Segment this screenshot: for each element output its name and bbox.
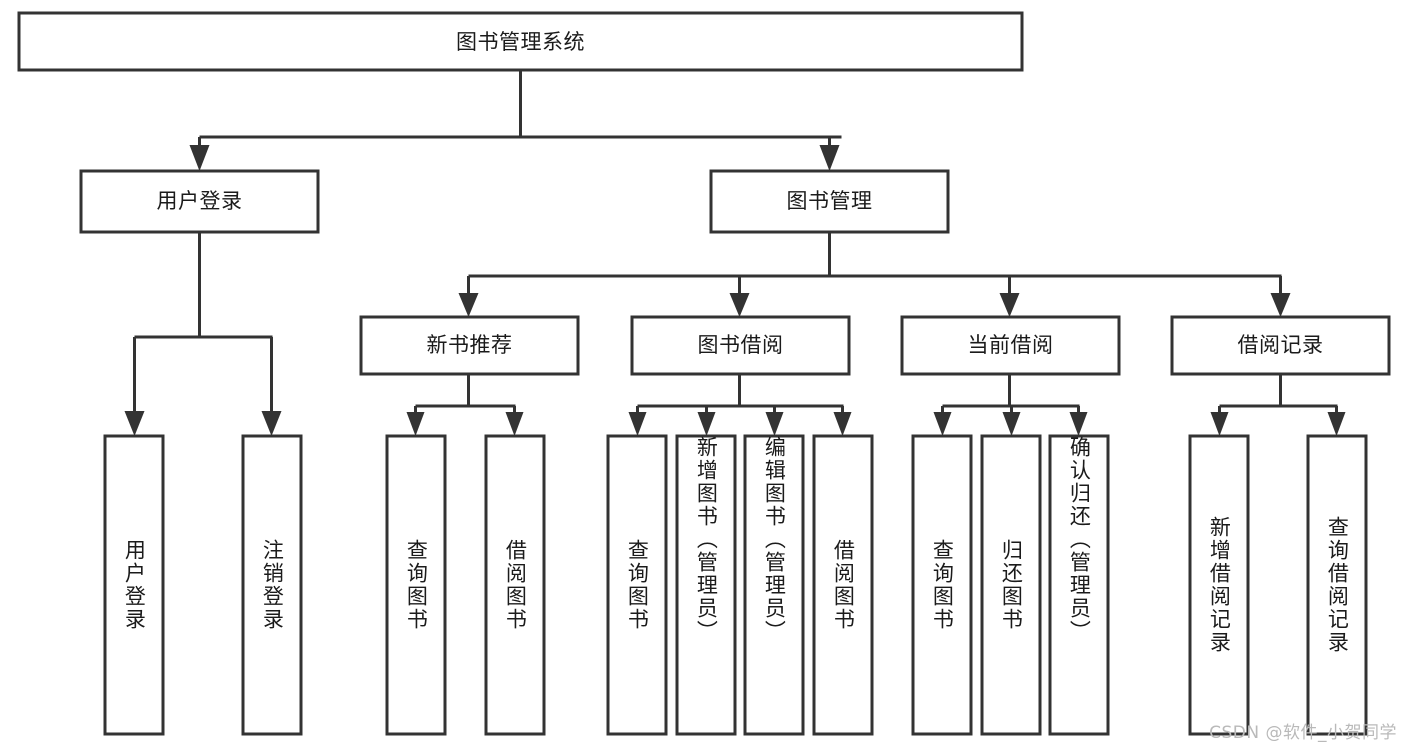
arrow-head-icon — [819, 145, 840, 171]
leaf-box[interactable] — [385, 434, 447, 736]
node-book-borrow[interactable]: 图书借阅 — [630, 315, 851, 376]
node-root-label: 图书管理系统 — [456, 30, 585, 54]
arrow-head-icon — [406, 412, 425, 436]
node-new-book-recommend-label: 新书推荐 — [427, 333, 513, 357]
connector-group-borrow-record — [1210, 374, 1346, 436]
arrow-head-icon — [458, 293, 479, 317]
arrow-head-icon — [1327, 412, 1346, 436]
leaf-box[interactable] — [1048, 434, 1110, 736]
node-root-box[interactable] — [17, 11, 1024, 72]
arrow-head-icon — [628, 412, 647, 436]
leaf-box[interactable] — [1306, 434, 1368, 736]
leaf-box[interactable] — [743, 434, 805, 736]
node-root[interactable]: 图书管理系统 — [17, 11, 1024, 72]
leaf-box[interactable] — [675, 434, 737, 736]
node-book-borrow-box[interactable] — [630, 315, 851, 376]
leaf-box[interactable] — [911, 434, 973, 736]
connector-group-root — [189, 70, 842, 171]
leaf-box[interactable] — [484, 434, 546, 736]
connector-group-new-book — [406, 374, 524, 436]
arrow-head-icon — [1270, 293, 1291, 317]
arrow-head-icon — [1069, 412, 1088, 436]
arrow-head-icon — [729, 293, 750, 317]
node-borrow-record[interactable]: 借阅记录 — [1170, 315, 1391, 376]
node-current-borrow[interactable]: 当前借阅 — [900, 315, 1121, 376]
arrow-head-icon — [261, 411, 282, 436]
node-user-login-box[interactable] — [79, 169, 320, 234]
arrow-head-icon — [189, 145, 210, 171]
leaf-box[interactable] — [1188, 434, 1250, 736]
node-book-manage[interactable]: 图书管理 — [709, 169, 950, 234]
leaf-boxes — [103, 434, 1368, 736]
connector-group-borrow-book — [628, 374, 852, 436]
watermark: CSDN @软件_小贺同学 — [1209, 723, 1397, 743]
leaf-box[interactable] — [980, 434, 1042, 736]
leaf-box[interactable] — [241, 434, 303, 736]
arrow-head-icon — [124, 411, 145, 436]
leaf-box[interactable] — [812, 434, 874, 736]
node-borrow-record-label: 借阅记录 — [1238, 333, 1324, 357]
node-book-manage-box[interactable] — [709, 169, 950, 234]
arrow-head-icon — [1002, 412, 1021, 436]
node-current-borrow-label: 当前借阅 — [968, 333, 1054, 357]
node-book-manage-label: 图书管理 — [787, 189, 873, 213]
arrow-head-icon — [697, 412, 716, 436]
node-new-book-recommend[interactable]: 新书推荐 — [359, 315, 580, 376]
arrow-head-icon — [505, 412, 524, 436]
node-book-borrow-label: 图书借阅 — [698, 333, 784, 357]
node-new-book-recommend-box[interactable] — [359, 315, 580, 376]
arrow-head-icon — [765, 412, 784, 436]
node-user-login-label: 用户登录 — [157, 189, 243, 213]
arrow-head-icon — [833, 412, 852, 436]
connector-group-current-borrow — [933, 374, 1088, 436]
arrow-head-icon — [933, 412, 952, 436]
connector-group-user-login — [124, 232, 282, 436]
connector-group-book-manage — [458, 232, 1291, 317]
arrow-head-icon — [1210, 412, 1229, 436]
leaf-box[interactable] — [606, 434, 668, 736]
node-current-borrow-box[interactable] — [900, 315, 1121, 376]
leaf-box[interactable] — [103, 434, 165, 736]
node-user-login[interactable]: 用户登录 — [79, 169, 320, 234]
node-borrow-record-box[interactable] — [1170, 315, 1391, 376]
arrow-head-icon — [999, 293, 1020, 317]
